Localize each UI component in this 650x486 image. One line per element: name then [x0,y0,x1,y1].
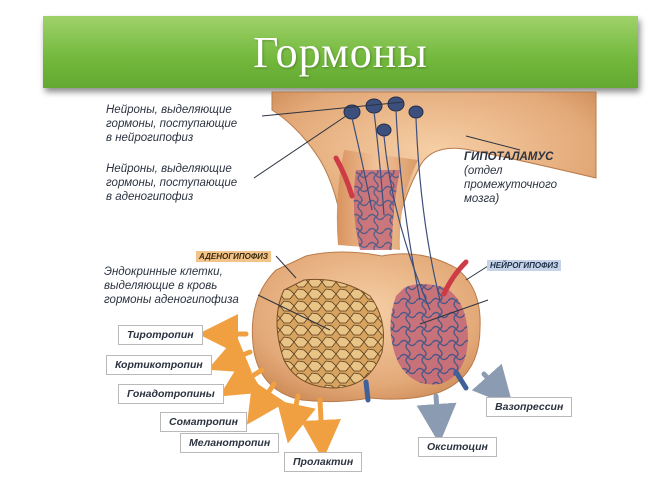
hormone-box: Вазопрессин [486,397,573,417]
hormone-box: Окситоцин [418,437,497,457]
neuro-arrows [416,363,514,444]
label-neurons-adeno: Нейроны, выделяющие гормоны, поступающие… [106,163,238,203]
hormone-box: Кортикотропин [106,355,212,375]
label-neurons-neuro: Нейроны, выделяющие гормоны, поступающие… [106,104,238,144]
title-bar: Гормоны [43,16,638,88]
hormone-box: Меланотропин [180,433,280,453]
label-endocrine-cells: Эндокринные клетки, выделяющие в кровь г… [104,266,239,306]
hormone-box: Гонадотропины [118,384,224,404]
label-adenohypophysis: АДЕНОГИПОФИЗ [196,251,271,262]
axons [351,109,441,311]
adeno-arrows [198,314,341,460]
artery-posterior [441,259,469,297]
hormone-box: Соматропин [160,412,247,432]
vein-posterior [453,369,469,391]
pointer-lines [253,101,521,331]
hormone-box: Пролактин [284,452,363,472]
artery-upper [333,155,355,199]
page-title: Гормоны [253,27,428,77]
hormone-box: Тиротропин [118,325,203,345]
label-neurohypophysis: НЕЙРОГИПОФИЗ [487,260,562,271]
adenohypophysis-cells [276,278,384,389]
vein-anterior [363,379,371,403]
portal-vessels [353,170,400,250]
label-hypothalamus: ГИПОТАЛАМУС (отдел промежуточного мозга) [464,151,558,205]
neurohypophysis-vessels [390,284,468,385]
